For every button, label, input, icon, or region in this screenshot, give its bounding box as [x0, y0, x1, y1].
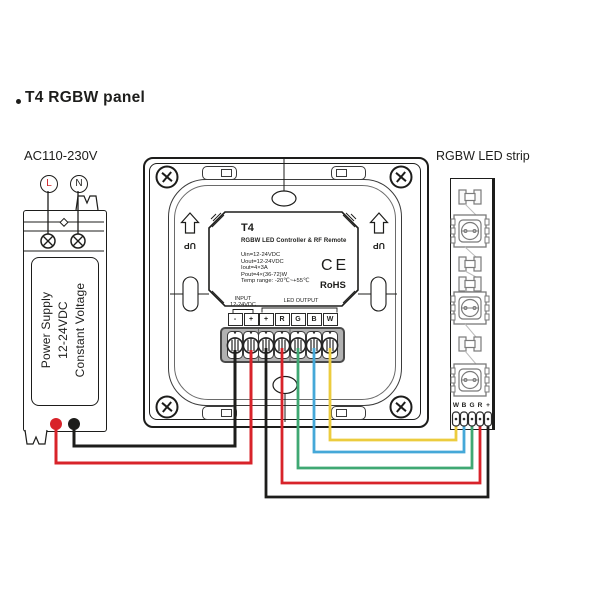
ce-mark-icon: CE [321, 257, 350, 274]
wire-dc-negative-black [72, 350, 237, 448]
octagon-label-plate [208, 211, 359, 307]
psu-vent-diamond [59, 217, 69, 227]
controller-specs: Uin=12-24VDC Uout=12-24VDC Iout=4×3A Pou… [241, 252, 309, 285]
terminal-label-5: B [306, 313, 322, 326]
led-strip-label: RGBW LED strip [436, 149, 530, 163]
terminal-label-0: - [227, 313, 243, 326]
up-arrow-icon-right [369, 212, 389, 234]
terminal-label-3: R [274, 313, 290, 326]
controller-model: T4 [241, 222, 254, 234]
spec-temp: Temp range: -20℃~+55℃ [241, 278, 310, 285]
up-arrow-icon-left [180, 212, 200, 234]
spec-uout: Uout=12-24VDC [241, 258, 284, 265]
neutral-terminal: N [70, 175, 88, 193]
controller-subtitle: RGBW LED Controller & RF Remote [241, 238, 347, 244]
strip-pad-label-+: + [486, 402, 490, 409]
panel-top-oval-hole [271, 190, 297, 207]
led-strip-decor [450, 189, 490, 397]
spec-pout: Pout=4×(36-72)W [241, 271, 288, 278]
led-strip-components [450, 189, 490, 397]
terminal-label-6: W [322, 313, 338, 326]
terminal-label-2: + [258, 313, 274, 326]
terminal-label-1: + [243, 313, 259, 326]
strip-pad-label-B: B [461, 402, 467, 409]
wire-dc-positive-red [54, 350, 253, 465]
page-title: T4 RGBW panel [25, 89, 146, 106]
title-bullet [16, 99, 21, 104]
terminal-screws [226, 331, 339, 359]
wire-out-red-channel [280, 348, 482, 485]
rohs-label: RoHS [320, 280, 346, 291]
led-output-label: LED OUTPUT [276, 298, 326, 304]
input-label: INPUT 12-24VDC [230, 296, 256, 308]
wire-out-white-channel [328, 348, 458, 442]
wire-out-green-channel [296, 348, 474, 470]
latch-tab-top-left [221, 169, 232, 177]
strip-pad-label-W: W [452, 402, 460, 409]
power-supply-label-plate [31, 257, 99, 406]
live-terminal: L [40, 175, 58, 193]
psu-bottom-ear [24, 429, 48, 445]
strip-pad-label-G: G [469, 402, 475, 409]
terminal-label-4: G [290, 313, 306, 326]
ac-voltage-label: AC110-230V [24, 148, 98, 163]
latch-tab-top-right [336, 169, 347, 177]
spec-uin: Uin=12-24VDC [241, 252, 281, 258]
latch-tab-bottom-right [336, 409, 347, 417]
strip-pad-label-R: R [477, 402, 483, 409]
panel-decor [155, 159, 413, 422]
latch-tab-bottom-left [221, 409, 232, 417]
wire-out-plus-black [264, 348, 490, 499]
panel-corner-screws [155, 165, 413, 419]
spec-iout: Iout=4×3A [241, 265, 268, 272]
wire-out-blue-channel [312, 348, 466, 454]
